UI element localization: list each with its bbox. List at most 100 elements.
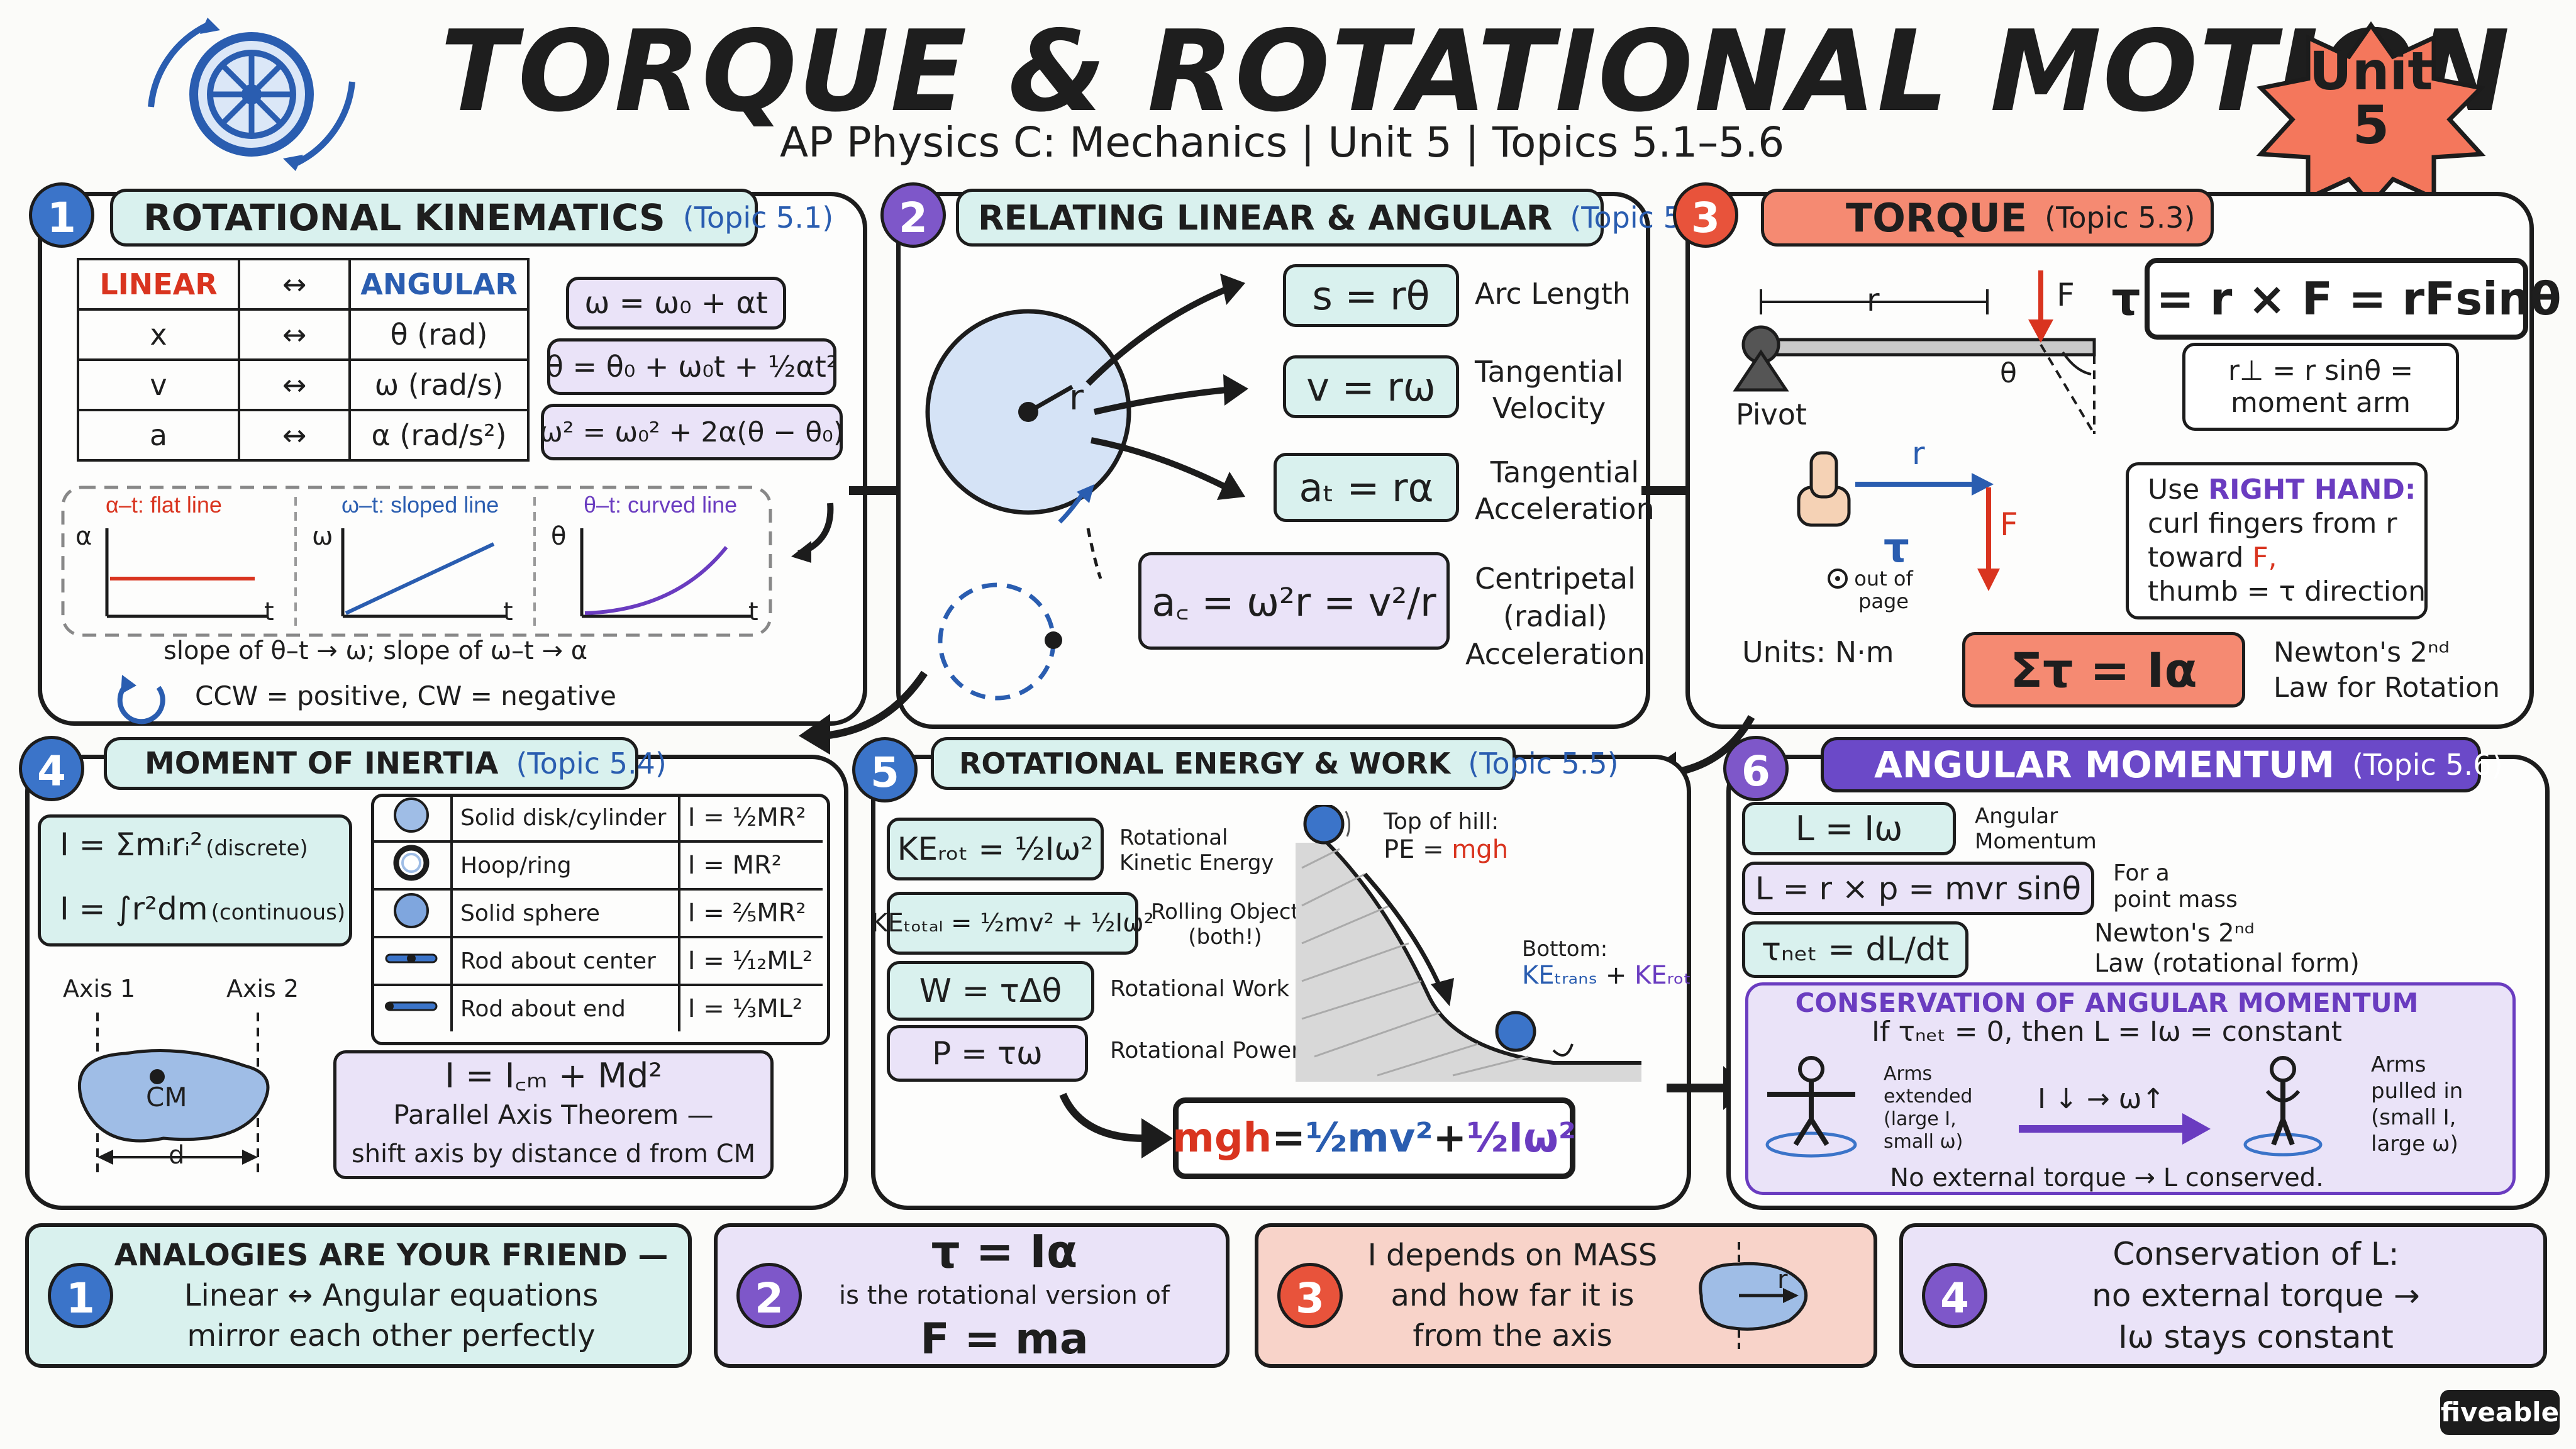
axis-t: t [748,597,758,626]
rule-highlight: F, [2252,541,2277,574]
label-rotational-power: Rotational Power [1110,1038,1301,1063]
badge-line-2: 5 [2352,94,2390,156]
tip-1: 1 ANALOGIES ARE YOUR FRIEND — Linear ↔ A… [25,1223,692,1368]
section-title-text: ROTATIONAL KINEMATICS [143,196,665,239]
label-arc-length: Arc Length [1475,277,1631,311]
axis-alpha: α [75,522,92,551]
section-title-4: MOMENT OF INERTIA(Topic 5.4) [104,737,667,790]
label-line: small ω) [1884,1131,1963,1153]
top-of-hill-label: Top of hill: PE = mgh [1384,808,1508,863]
label-line: point mass [2113,887,2238,913]
label-line: Law for Rotation [2273,672,2500,704]
tip-3: 3 I depends on MASS and how far it is fr… [1255,1223,1877,1368]
lever-f-label: F [2057,277,2075,313]
equation-point-mass: L = r × p = mvr sinθ [1742,862,2094,915]
table-row: Hoop/ring I = MR² [372,840,823,891]
parallel-axis-description: shift axis by distance d from CM [351,1139,756,1169]
section-title-6: ANGULAR MOMENTUM(Topic 5.6) [1821,737,2502,792]
label-line: Law (rotational form) [2094,949,2360,978]
topic-label: (Topic 5.4) [516,747,667,780]
table-row: Solid sphere I = ⅖MR² [372,888,823,938]
table-cell: ↔ [238,409,351,462]
tip-4: 4 Conservation of L: no external torque … [1899,1223,2547,1368]
equation-rotational-work: W = τΔθ [887,961,1094,1021]
label-line: Rotational [1119,825,1228,850]
cm-label: CM [146,1082,187,1113]
slope-note: slope of θ–t → ω; slope of ω–t → α [164,636,588,665]
label-line: For a [2113,860,2170,886]
label-line: Kinetic Energy [1119,850,1274,875]
shape-formula: I = MR² [677,840,823,891]
distance-d-label: d [169,1141,185,1170]
shape-formula: I = ⅓ML² [677,984,823,1031]
label-line: Newton's 2ⁿᵈ [2094,919,2255,948]
plus-sign: + [1597,961,1635,990]
graph-label-alpha: α–t: flat line [106,492,222,518]
tip-line: is the rotational version of [839,1281,1170,1310]
table-row: Solid disk/cylinder I = ½MR² [372,795,823,843]
rolling-hill-diagram [1296,805,1641,1082]
label-line: Tangential [1475,355,1624,389]
rotation-arrow-icon [117,675,165,724]
tip-line: ANALOGIES ARE YOUR FRIEND — [114,1238,669,1273]
ke-rot: KEᵣₒₜ [1635,961,1692,990]
energy-rotational: ½Iω² [1467,1115,1576,1162]
rule-text: thumb = τ direction [2148,575,2426,608]
table-cell: ↔ [238,358,351,411]
discrete-equation: I = Σmᵢrᵢ² [60,826,203,863]
tau-label: τ [1884,525,1909,572]
topic-label: (Topic 5.3) [2045,201,2196,235]
right-hand-rule-bubble: Use RIGHT HAND: curl fingers from r towa… [2126,462,2428,619]
shape-formula: I = ¹⁄₁₂ML² [677,936,823,986]
equation-rotational-power: P = τω [887,1025,1088,1082]
sign-convention: CCW = positive, CW = negative [195,680,616,711]
radius-label: r [1069,377,1084,418]
axis-theta: θ [551,522,567,551]
continuous-label: (continuous) [211,900,346,925]
label-rotational-work: Rotational Work [1110,976,1290,1002]
axis-t: t [503,597,513,626]
pe-highlight: mgh [1452,835,1509,864]
rotation-circle-diagram [925,274,1248,701]
section-title-text: RELATING LINEAR & ANGULAR [978,197,1553,238]
torque-units: Units: N·m [1742,635,1894,669]
conservation-title: CONSERVATION OF ANGULAR MOMENTUM [1795,987,2419,1018]
shape-name: Rod about end [450,984,680,1031]
tip-line: I depends on MASS [1367,1238,1658,1273]
table-header: ↔ [238,258,351,311]
pe-text: PE = [1384,835,1452,864]
label-line: page [1858,589,1909,613]
label-line: (small I, [2371,1105,2457,1130]
lever-diagram [1733,270,2096,435]
axis-omega: ω [312,522,333,551]
shape-name: Solid disk/cylinder [450,795,680,843]
label-line: large ω) [2371,1131,2458,1157]
curved-line-mark [584,546,728,615]
label-line: Arms [2371,1052,2426,1077]
curved-arrow-icon [1059,1092,1173,1158]
unit-badge-text: Unit 5 [2251,44,2490,152]
curved-arrow-icon [799,670,928,755]
solid-sphere-icon [394,892,429,928]
skater-extended-icon [1798,1056,1824,1082]
energy-mgh: mgh [1172,1115,1272,1162]
parallel-axis-name: Parallel Axis Theorem — [393,1099,714,1130]
hand-r-label: r [1912,435,1925,472]
equation-centripetal: a꜀ = ω²r = v²/r [1138,552,1450,650]
ke-trans: KEₜᵣₐₙₛ [1522,961,1598,990]
shape-formula: I = ½MR² [677,795,823,843]
bottom-label: Bottom: KEₜᵣₐₙₛ + KEᵣₒₜ [1522,936,1691,989]
label-line: Top of hill: [1384,809,1499,835]
discrete-label: (discrete) [206,836,308,861]
topic-label: (Topic 5.6) [2352,748,2503,782]
table-cell: v [77,358,240,411]
inertia-shapes-table: Solid disk/cylinder I = ½MR² Hoop/ring I… [372,795,823,1031]
shape-name: Hoop/ring [450,840,680,891]
label-line: Momentum [1975,829,2097,854]
